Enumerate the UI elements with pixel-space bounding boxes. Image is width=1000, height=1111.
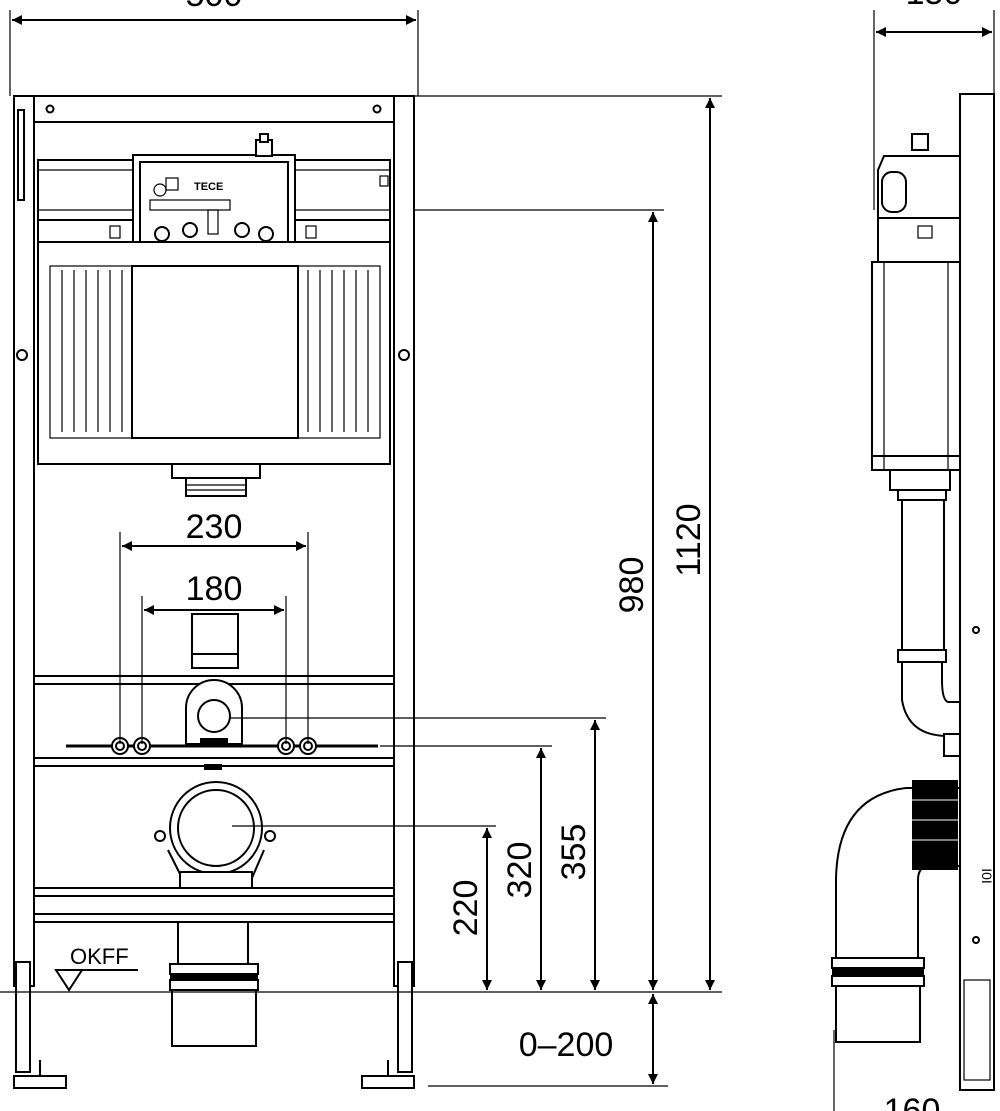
dim-height-total: 1120 — [670, 503, 708, 576]
tank-ribs — [61, 270, 369, 432]
dim-side-top-width: 150 — [906, 0, 963, 12]
dim-height-bolts: 320 — [501, 842, 539, 899]
side-cistern-tank — [871, 261, 961, 471]
dim-height-outlet: 220 — [447, 880, 485, 937]
dim-side-bottom-width: 160 — [884, 1092, 941, 1111]
frame-top-rail — [33, 95, 395, 123]
brand-logo: TECE — [194, 181, 223, 193]
front-view: TECE — [13, 95, 415, 1089]
dim-height-inlet: 355 — [555, 824, 593, 881]
frame-crossbar-lower — [33, 887, 395, 897]
dim-floor-adjust: 0–200 — [519, 1026, 614, 1064]
floor-level-label: OKFF — [70, 944, 129, 969]
side-view: 150 I0I — [831, 0, 995, 1111]
dim-spacing-inner: 180 — [186, 570, 243, 608]
side-frame-post — [959, 93, 995, 1091]
svg-text:I0I: I0I — [979, 868, 995, 884]
dimensions-front: 500 230 180 1120 980 355 320 220 — [0, 0, 722, 1087]
frame-left-post — [13, 95, 35, 987]
side-waste-bend — [831, 780, 961, 1043]
dim-spacing-outer: 230 — [186, 508, 243, 546]
floor-level-symbol — [54, 969, 84, 992]
cistern-tank — [37, 241, 391, 465]
frame-right-post — [393, 95, 415, 987]
waste-outlet — [154, 764, 276, 889]
dim-top-width: 500 — [186, 0, 243, 14]
dim-height-cistern: 980 — [613, 557, 651, 614]
